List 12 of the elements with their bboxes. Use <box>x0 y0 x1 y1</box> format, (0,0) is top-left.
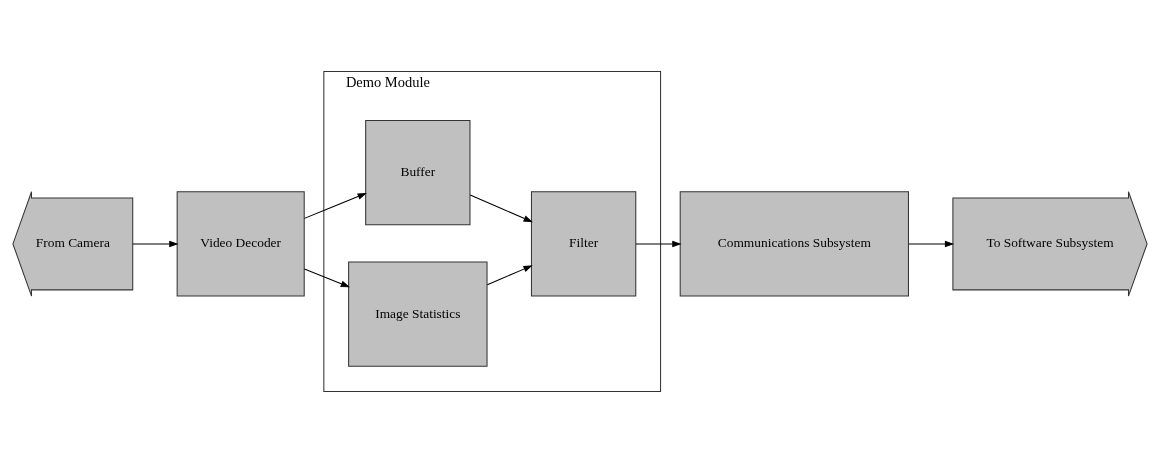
node-box: Filter <box>530 191 637 297</box>
node-box: Video Decoder <box>176 191 305 297</box>
arrow <box>132 240 179 248</box>
arrow <box>635 240 682 248</box>
node-box: Image Statistics <box>348 261 488 367</box>
node-box: Buffer <box>365 119 471 226</box>
node-box: Communications Subsystem <box>679 191 909 297</box>
arrow <box>303 268 351 288</box>
arrow <box>303 192 367 219</box>
arrow <box>908 240 955 248</box>
arrow <box>486 265 533 286</box>
arrow <box>469 194 533 223</box>
